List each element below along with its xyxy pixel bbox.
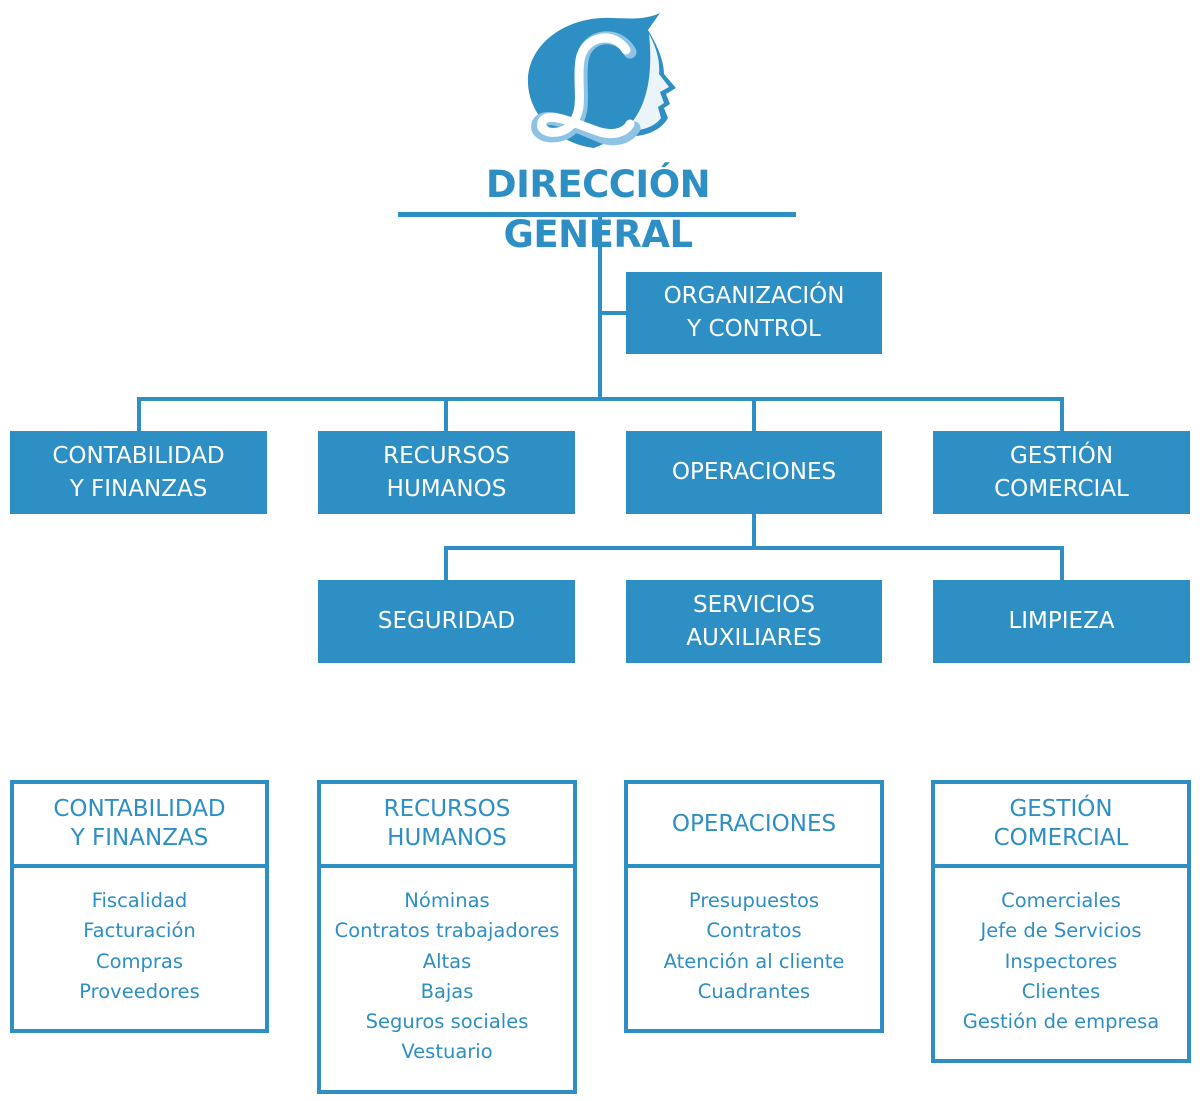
detail-card-list: Nóminas Contratos trabajadores Altas Baj… bbox=[321, 868, 573, 1068]
logo-letter-L bbox=[537, 33, 635, 139]
list-item: Clientes bbox=[1021, 979, 1101, 1003]
detail-card-title: OPERACIONES bbox=[628, 784, 880, 868]
detail-card-list: Fiscalidad Facturación Compras Proveedor… bbox=[14, 868, 265, 1007]
list-item: Bajas bbox=[420, 979, 474, 1003]
connector-staff bbox=[598, 311, 626, 315]
connector-main-vertical bbox=[598, 217, 602, 399]
connector-dept-3 bbox=[752, 397, 756, 431]
list-item: Cuadrantes bbox=[697, 979, 811, 1003]
logo-L-profile-icon bbox=[527, 13, 676, 148]
node-operaciones: OPERACIONES bbox=[626, 431, 882, 514]
node-limpieza: LIMPIEZA bbox=[933, 580, 1190, 663]
node-recursos-humanos: RECURSOS HUMANOS bbox=[318, 431, 575, 514]
connector-dept-1 bbox=[137, 397, 141, 431]
title-underline bbox=[398, 212, 796, 217]
page-title: DIRECCIÓN GENERAL bbox=[485, 163, 711, 256]
list-item: Presupuestos bbox=[688, 889, 820, 912]
list-item: Atención al cliente bbox=[663, 949, 845, 973]
list-item: Contratos trabajadores bbox=[334, 919, 560, 943]
list-item: Gestión de empresa bbox=[962, 1010, 1160, 1034]
connector-dept-2 bbox=[444, 397, 448, 431]
list-item: Vestuario bbox=[401, 1040, 493, 1064]
list-item: Facturación bbox=[83, 919, 196, 943]
connector-unit-1 bbox=[444, 546, 448, 580]
connector-unit-3 bbox=[1060, 546, 1064, 580]
list-item: Jefe de Servicios bbox=[980, 919, 1142, 943]
detail-card-recursos-humanos: RECURSOS HUMANOS Nóminas Contratos traba… bbox=[317, 780, 577, 1094]
node-servicios-auxiliares: SERVICIOS AUXILIARES bbox=[626, 580, 882, 663]
detail-card-gestion-comercial: GESTIÓN COMERCIAL Comerciales Jefe de Se… bbox=[931, 780, 1191, 1063]
list-item: Contratos bbox=[706, 919, 802, 943]
connector-dept-4 bbox=[1060, 397, 1064, 431]
list-item: Altas bbox=[422, 949, 472, 973]
list-item: Nóminas bbox=[404, 889, 490, 912]
detail-card-list: Presupuestos Contratos Atención al clien… bbox=[628, 868, 880, 1007]
connector-units-bar bbox=[444, 546, 1064, 550]
detail-card-title: GESTIÓN COMERCIAL bbox=[935, 784, 1187, 868]
detail-card-contabilidad: CONTABILIDAD Y FINANZAS Fiscalidad Factu… bbox=[10, 780, 269, 1033]
detail-card-title: RECURSOS HUMANOS bbox=[321, 784, 573, 868]
detail-card-title: CONTABILIDAD Y FINANZAS bbox=[14, 784, 265, 868]
detail-card-operaciones: OPERACIONES Presupuestos Contratos Atenc… bbox=[624, 780, 884, 1033]
node-organizacion-control: ORGANIZACIÓN Y CONTROL bbox=[626, 272, 882, 354]
connector-departments-bar bbox=[137, 397, 1064, 401]
list-item: Compras bbox=[95, 949, 184, 973]
node-contabilidad-finanzas: CONTABILIDAD Y FINANZAS bbox=[10, 431, 267, 514]
list-item: Inspectores bbox=[1004, 949, 1118, 973]
detail-card-list: Comerciales Jefe de Servicios Inspectore… bbox=[935, 868, 1187, 1037]
list-item: Proveedores bbox=[79, 979, 200, 1003]
connector-operations-down bbox=[752, 513, 756, 549]
node-seguridad: SEGURIDAD bbox=[318, 580, 575, 663]
node-gestion-comercial: GESTIÓN COMERCIAL bbox=[933, 431, 1190, 514]
list-item: Comerciales bbox=[1001, 889, 1121, 912]
logo-face-highlight bbox=[624, 34, 669, 131]
list-item: Fiscalidad bbox=[91, 889, 188, 912]
list-item: Seguros sociales bbox=[365, 1010, 529, 1034]
